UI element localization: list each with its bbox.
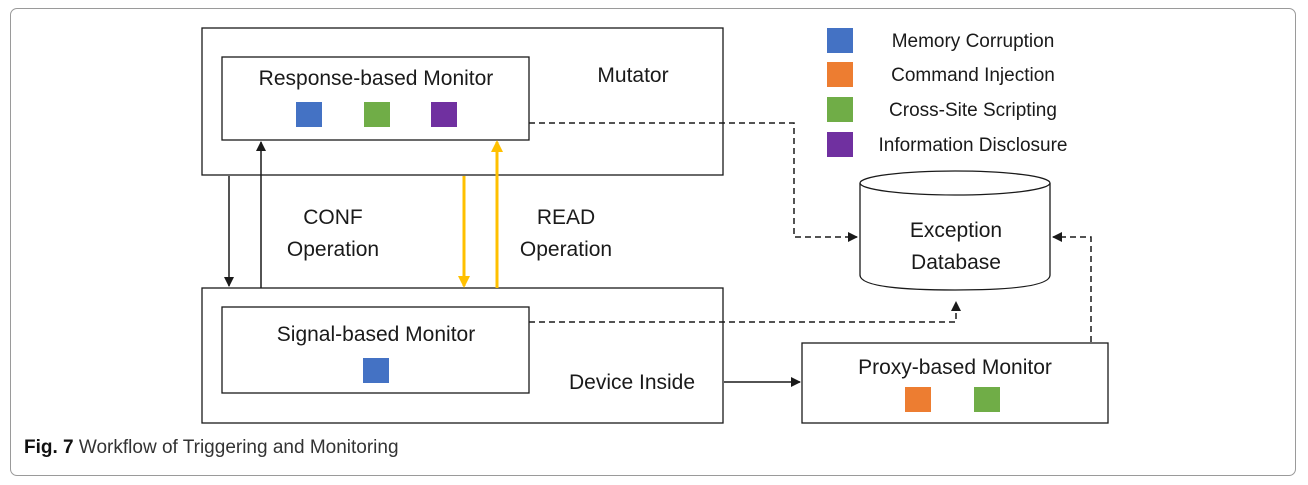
proxy-monitor-label: Proxy-based Monitor [858, 356, 1052, 379]
figure-caption: Fig. 7 Workflow of Triggering and Monito… [24, 437, 399, 459]
command-injection-marker [905, 387, 931, 412]
response-monitor-box [221, 56, 530, 141]
legend-label-information-disclosure: Information Disclosure [878, 135, 1067, 156]
memory-corruption-marker [296, 102, 322, 127]
figure-frame [10, 8, 1296, 476]
memory-corruption-marker [363, 358, 389, 383]
response-monitor-label: Response-based Monitor [259, 67, 494, 90]
device-inside-label: Device Inside [569, 371, 695, 394]
figure-caption-text: Workflow of Triggering and Monitoring [73, 437, 399, 458]
cross-site-scripting-marker [974, 387, 1000, 412]
conf-label-line1: CONF [303, 206, 363, 229]
conf-label-line2: Operation [287, 238, 379, 261]
signal-monitor-box [221, 306, 530, 394]
legend-label-cross-site-scripting: Cross-Site Scripting [889, 100, 1057, 121]
device-inside-box [201, 287, 724, 424]
legend-swatch-cross-site-scripting [827, 97, 853, 122]
exception-db-label-line1: Exception [910, 219, 1002, 242]
mutator-box [201, 27, 724, 176]
legend: Memory Corruption Command Injection Cros… [827, 28, 1068, 157]
legend-label-command-injection: Command Injection [891, 65, 1055, 86]
legend-swatch-information-disclosure [827, 132, 853, 157]
response-to-db-dashed-arrow [529, 122, 858, 242]
read-label-line2: Operation [520, 238, 612, 261]
information-disclosure-marker [431, 102, 457, 127]
signal-monitor-label: Signal-based Monitor [277, 323, 475, 346]
proxy-to-db-dashed-arrow [1052, 232, 1092, 342]
signal-to-db-dashed-arrow [529, 301, 961, 323]
read-label-line1: READ [537, 206, 595, 229]
legend-swatch-command-injection [827, 62, 853, 87]
figure-number: Fig. 7 [24, 437, 74, 458]
exception-db-label-line2: Database [911, 251, 1001, 274]
exception-database [859, 170, 1051, 291]
mutator-label: Mutator [597, 64, 668, 87]
legend-label-memory-corruption: Memory Corruption [892, 31, 1055, 52]
proxy-monitor-box [801, 342, 1109, 424]
legend-swatch-memory-corruption [827, 28, 853, 53]
cross-site-scripting-marker [364, 102, 390, 127]
